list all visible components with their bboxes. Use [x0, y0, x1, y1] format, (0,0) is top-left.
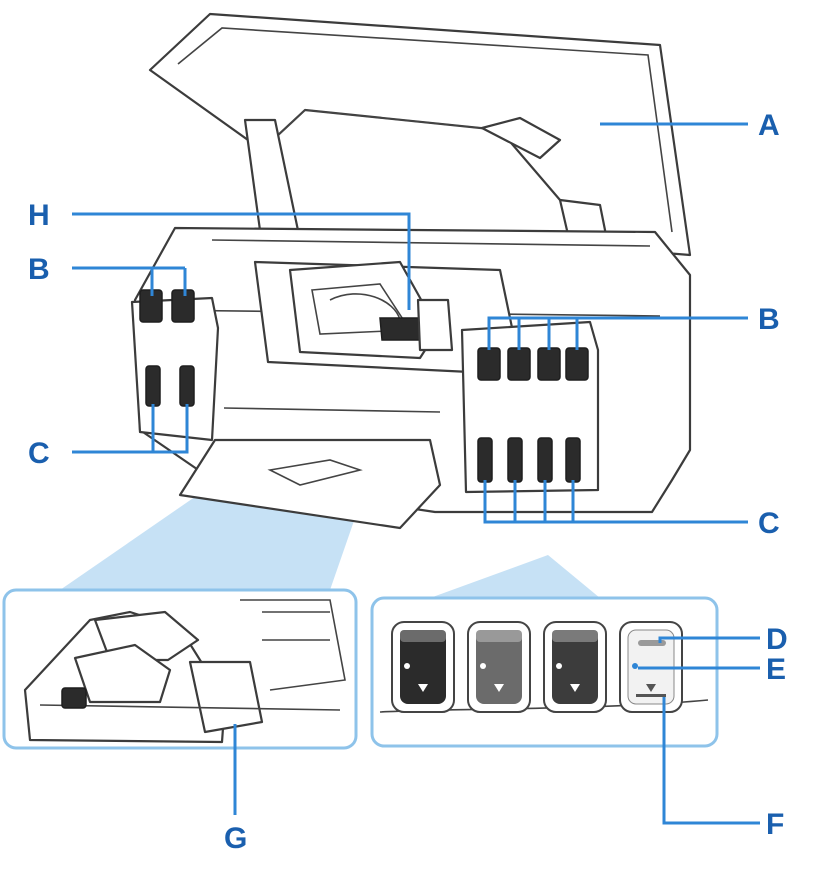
print-head-lock-lever	[379, 317, 421, 341]
label-c-right: C	[758, 507, 780, 540]
printer-illustration	[130, 12, 692, 530]
lower-limit-dot	[632, 663, 638, 669]
label-b-left: B	[28, 253, 50, 286]
upper-limit-line	[638, 640, 666, 646]
label-c-left: C	[28, 437, 50, 470]
label-f: F	[766, 808, 784, 841]
label-e: E	[766, 653, 786, 686]
tank-2	[467, 621, 531, 713]
label-h: H	[28, 199, 50, 232]
inset-print-head-holder	[2, 588, 358, 750]
zoom-cone-right	[430, 555, 600, 598]
lower-limit-line	[636, 694, 666, 697]
inset-ink-tanks	[370, 596, 719, 748]
output-tray	[178, 438, 442, 530]
leader-lines	[72, 122, 760, 825]
scanner-lid	[148, 12, 692, 257]
label-b-right: B	[758, 303, 780, 336]
tank-3	[543, 621, 607, 713]
label-a: A	[758, 109, 780, 142]
label-d: D	[766, 623, 788, 656]
tank-1	[391, 621, 455, 713]
label-g: G	[224, 822, 247, 855]
